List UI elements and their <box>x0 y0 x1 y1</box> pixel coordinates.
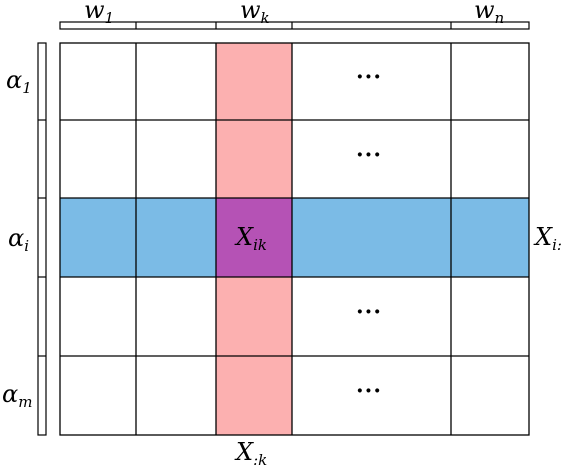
column-bracket <box>59 21 530 30</box>
column-label-wn: wn <box>474 0 505 27</box>
row-vector-label: Xi: <box>535 223 562 254</box>
highlight-row <box>60 198 529 277</box>
cell-label-xik: Xik <box>236 223 267 254</box>
matrix-grid <box>59 42 530 436</box>
column-vector-label: X:k <box>236 438 268 469</box>
intersection-cell <box>216 198 292 277</box>
row-label-alphai: αi <box>8 224 30 255</box>
ellipsis-row-2: ··· <box>356 142 382 168</box>
row-bracket <box>37 42 47 436</box>
column-label-wk: wk <box>240 0 270 27</box>
column-label-w1: w1 <box>84 0 115 27</box>
ellipsis-row-5: ··· <box>356 378 382 404</box>
row-label-alpham: αm <box>2 380 33 411</box>
ellipsis-row-4: ··· <box>356 299 382 325</box>
ellipsis-row-1: ··· <box>356 64 382 90</box>
row-label-alpha1: α1 <box>6 66 32 97</box>
